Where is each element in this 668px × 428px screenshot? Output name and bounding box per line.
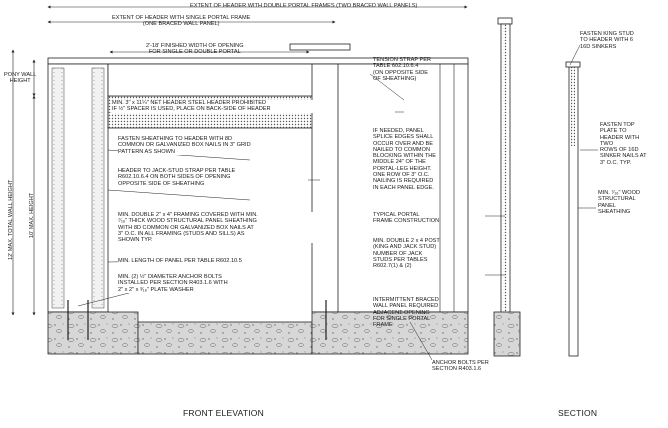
- extent-double-label: EXTENT OF HEADER WITH DOUBLE PORTAL FRAM…: [190, 3, 418, 9]
- panel-splice-note: IF NEEDED, PANEL SPLICE EDGES SHALL OCCU…: [373, 128, 436, 191]
- typical-portal-note: TYPICAL PORTAL FRAME CONSTRUCTION: [373, 212, 440, 225]
- max-height-label: 10' MAX. HEIGHT: [29, 192, 35, 238]
- min-wood-note: MIN. ⁷⁄₁₆" WOOD STRUCTURAL PANEL SHEATHI…: [598, 190, 641, 215]
- section-drawing: [493, 17, 581, 357]
- fasten-king-note: FASTEN KING STUD TO HEADER WITH 6 16D SI…: [580, 31, 634, 50]
- anchor-bolts-note: MIN. (2) ½" DIAMETER ANCHOR BOLTS INSTAL…: [118, 274, 308, 293]
- foundation: [47, 300, 469, 355]
- header-note: MIN. 3" x 11¼" NET HEADER STEEL HEADER P…: [112, 100, 322, 113]
- front-elevation-wall: [47, 43, 469, 313]
- opening-width-label: 2'-18' FINISHED WIDTH OF OPENING FOR SIN…: [146, 43, 244, 56]
- anchor-bolts-section-note: ANCHOR BOLTS PER SECTION R403.1.6: [432, 360, 489, 373]
- intermittent-note: INTERMITTENT BRACED WALL PANEL REQUIRED …: [373, 297, 439, 329]
- jack-stud-strap-note: HEADER TO JACK-STUD STRAP PER TABLE R602…: [118, 168, 308, 187]
- fasten-top-note: FASTEN TOP PLATE TO HEADER WITH TWO ROWS…: [600, 122, 647, 166]
- pony-wall-label: PONY WALL HEIGHT: [4, 72, 37, 85]
- min-double-post-note: MIN. DOUBLE 2 x 4 POST (KING AND JACK ST…: [373, 238, 440, 270]
- extent-single-label: EXTENT OF HEADER WITH SINGLE PORTAL FRAM…: [112, 15, 251, 28]
- tension-strap-note: TENSION STRAP PER TABLE 602.10.6.4 (ON O…: [373, 57, 432, 82]
- total-height-label: 12' MAX. TOTAL WALL HEIGHT: [8, 179, 14, 260]
- front-elevation-title: FRONT ELEVATION: [183, 408, 264, 418]
- min-length-note: MIN. LENGTH OF PANEL PER TABLE R602.10.5: [118, 258, 308, 265]
- framing-note: MIN. DOUBLE 2" x 4" FRAMING COVERED WITH…: [118, 212, 328, 244]
- fasten-sheathing-note: FASTEN SHEATHING TO HEADER WITH 8D COMMO…: [118, 136, 308, 155]
- section-title: SECTION: [558, 408, 598, 418]
